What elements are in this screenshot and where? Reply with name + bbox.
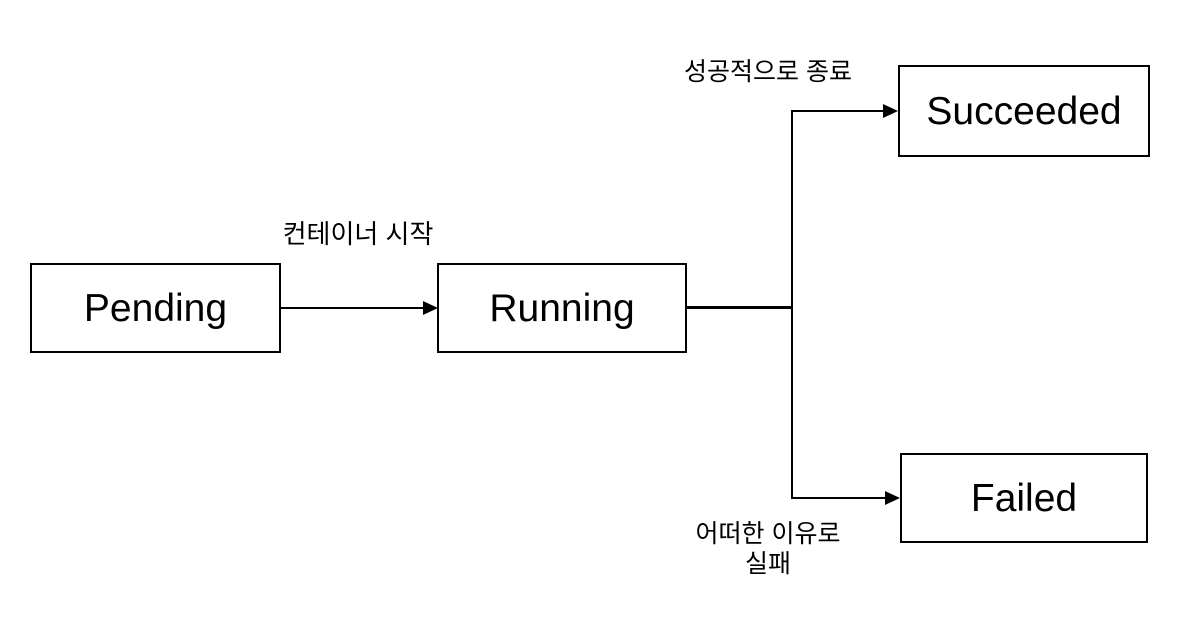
edge-running-succeeded-line <box>791 110 883 112</box>
node-failed-label: Failed <box>970 476 1078 520</box>
edge-pending-running-line <box>281 307 424 309</box>
edge-pending-running-label: 컨테이너 시작 <box>282 219 434 249</box>
edge-running-failed-label: 어떠한 이유로 실패 <box>695 520 841 578</box>
node-succeeded-label: Succeeded <box>926 89 1122 133</box>
edge-running-failed-line <box>791 497 885 499</box>
edge-pending-running-arrowhead-icon <box>423 301 438 315</box>
edge-branch-vertical-line <box>791 110 793 499</box>
edge-running-branch-trunk-line <box>687 306 793 309</box>
edge-running-failed-arrowhead-icon <box>885 491 900 505</box>
node-running: Running <box>437 263 687 353</box>
edge-running-succeeded-label: 성공적으로 종료 <box>684 58 852 86</box>
node-pending: Pending <box>30 263 281 353</box>
node-succeeded: Succeeded <box>898 65 1150 157</box>
edge-running-succeeded-arrowhead-icon <box>883 104 898 118</box>
node-failed: Failed <box>900 453 1148 543</box>
node-running-label: Running <box>489 286 635 330</box>
node-pending-label: Pending <box>83 286 228 330</box>
